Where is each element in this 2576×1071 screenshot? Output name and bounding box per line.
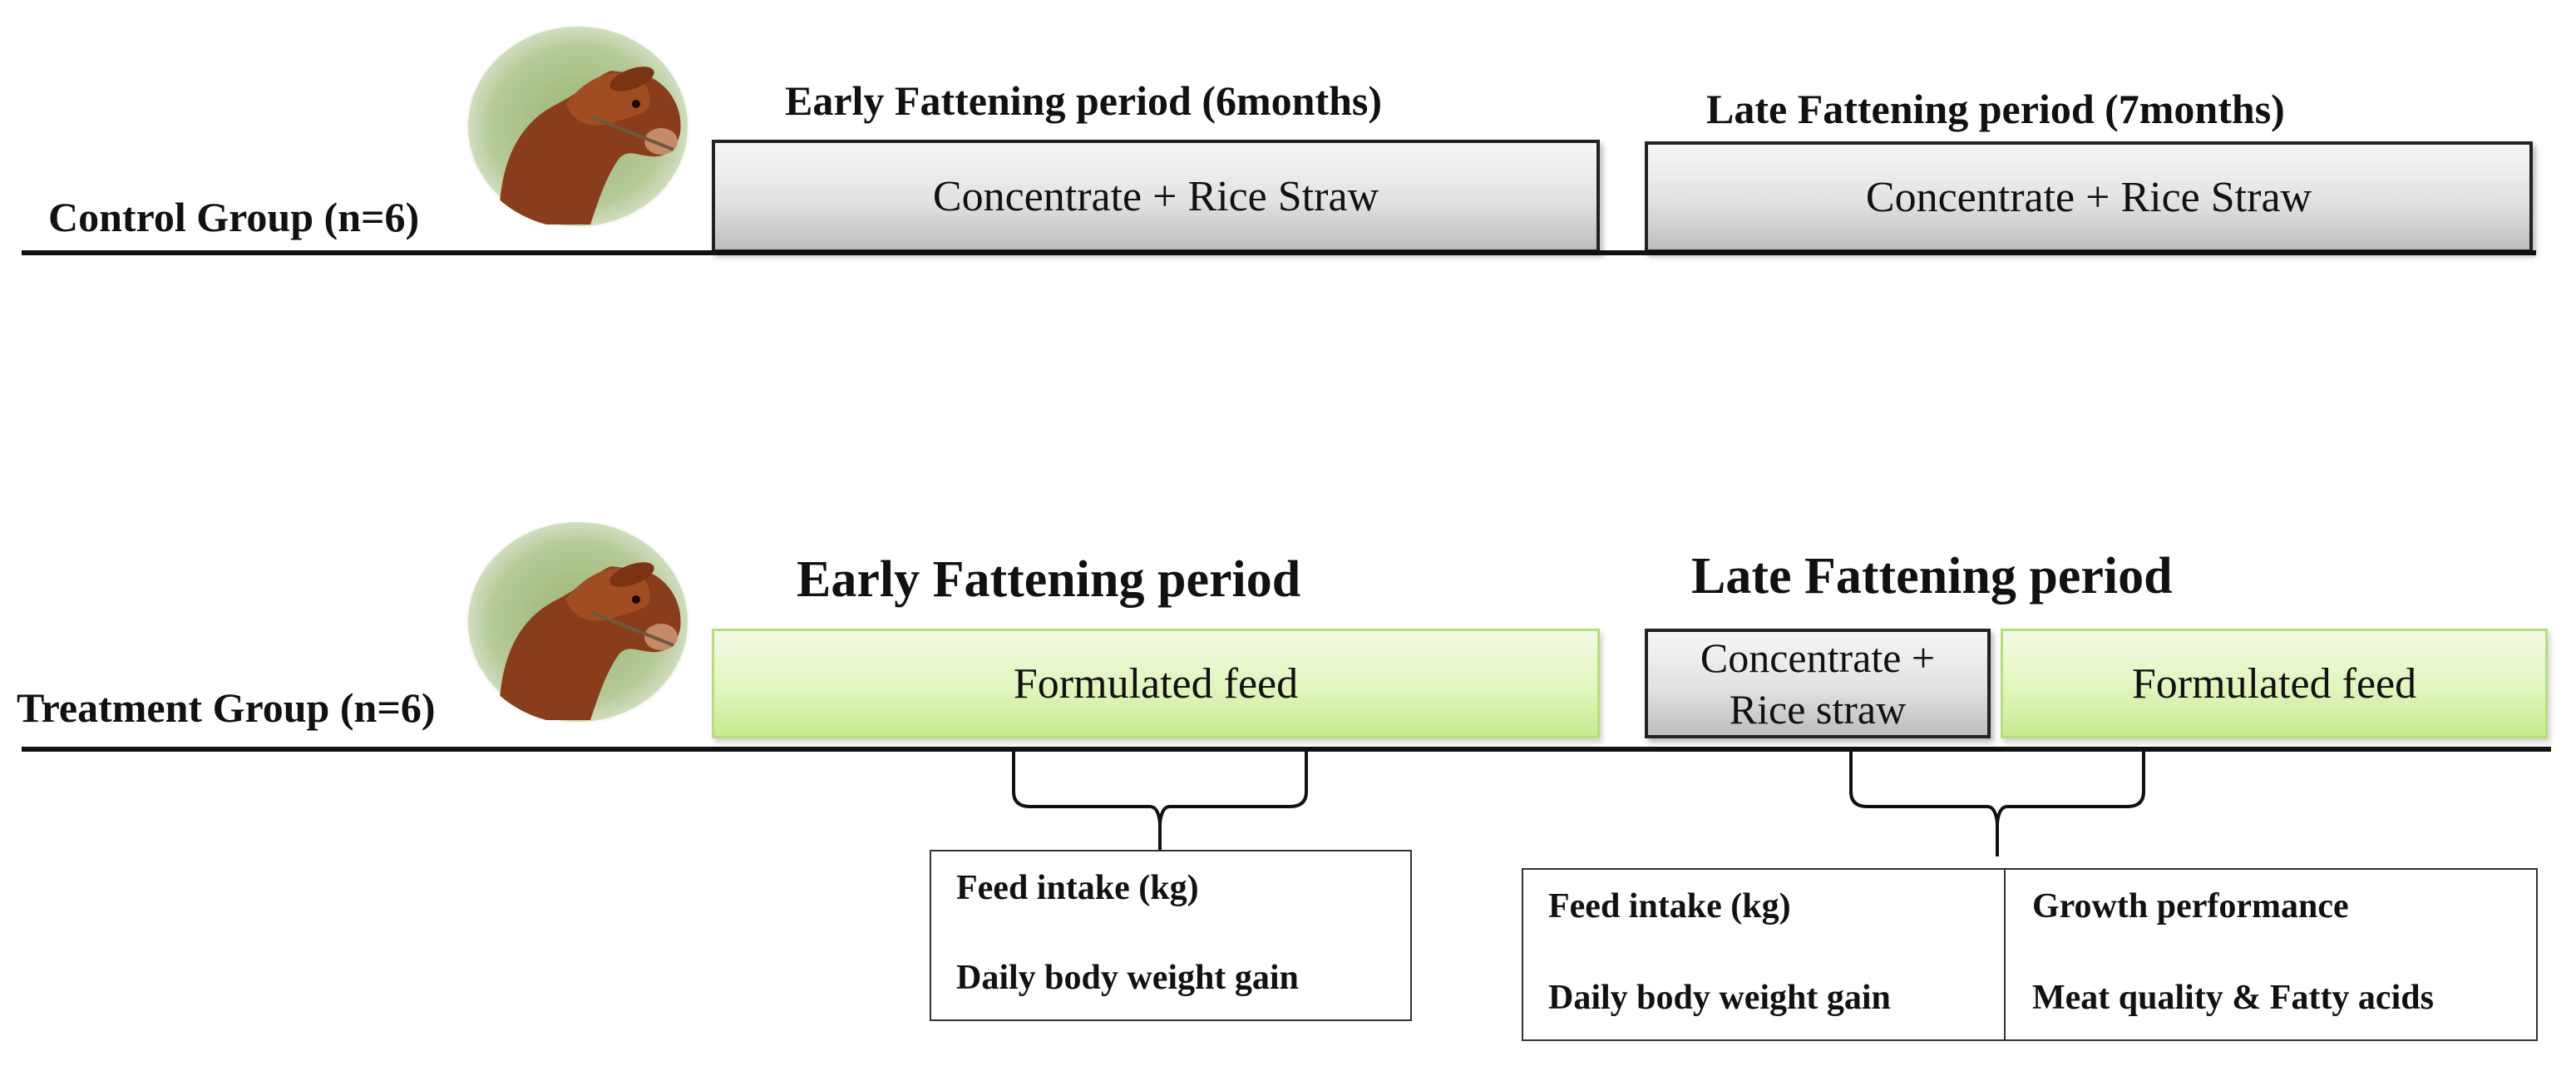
control-early-feed-label: Concentrate + Rice Straw	[932, 172, 1379, 220]
treatment-late-concentrate-label: Concentrate + Rice straw	[1700, 632, 1935, 736]
treatment-late-formulated-box: Formulated feed	[2001, 629, 2548, 738]
late-daily-gain: Daily body weight gain	[1548, 979, 1891, 1017]
control-group-label: Control Group (n=6)	[48, 194, 420, 240]
control-late-period-title: Late Fattening period (7months)	[1706, 86, 2285, 132]
control-early-period-title: Early Fattening period (6months)	[785, 77, 1383, 124]
treatment-late-concentrate-box: Concentrate + Rice straw	[1645, 629, 1991, 738]
treatment-group-label: Treatment Group (n=6)	[17, 684, 436, 731]
control-early-feed-box: Concentrate + Rice Straw	[712, 140, 1600, 253]
treatment-early-feed-box: Formulated feed	[712, 629, 1600, 738]
late-measurement-brace	[1849, 750, 2145, 856]
early-measurement-brace	[1012, 750, 1308, 856]
treatment-early-feed-label: Formulated feed	[1013, 659, 1299, 708]
late-measurement-box: Feed intake (kg) Daily body weight gain …	[1522, 868, 2538, 1041]
early-feed-intake: Feed intake (kg)	[956, 869, 1199, 907]
late-meat-quality: Meat quality & Fatty acids	[2032, 979, 2434, 1017]
early-daily-gain: Daily body weight gain	[956, 959, 1299, 997]
treatment-timeline	[22, 747, 2551, 752]
treatment-late-formulated-label: Formulated feed	[2131, 659, 2417, 708]
early-measurement-box: Feed intake (kg) Daily body weight gain	[930, 850, 1412, 1021]
cow-photo-icon	[466, 25, 690, 229]
late-feed-intake: Feed intake (kg)	[1548, 887, 1791, 925]
treatment-late-concentrate-line1: Concentrate +	[1700, 634, 1936, 681]
control-timeline	[22, 250, 2536, 255]
late-growth-performance: Growth performance	[2032, 887, 2349, 925]
cow-photo-icon	[466, 521, 690, 724]
treatment-late-concentrate-line2: Rice straw	[1729, 686, 1907, 733]
late-measurement-divider	[2004, 870, 2006, 1039]
treatment-early-period-title: Early Fattening period	[797, 551, 1301, 608]
control-late-feed-label: Concentrate + Rice Straw	[1865, 173, 2312, 221]
treatment-late-period-title: Late Fattening period	[1691, 548, 2173, 605]
control-late-feed-box: Concentrate + Rice Straw	[1645, 141, 2533, 253]
